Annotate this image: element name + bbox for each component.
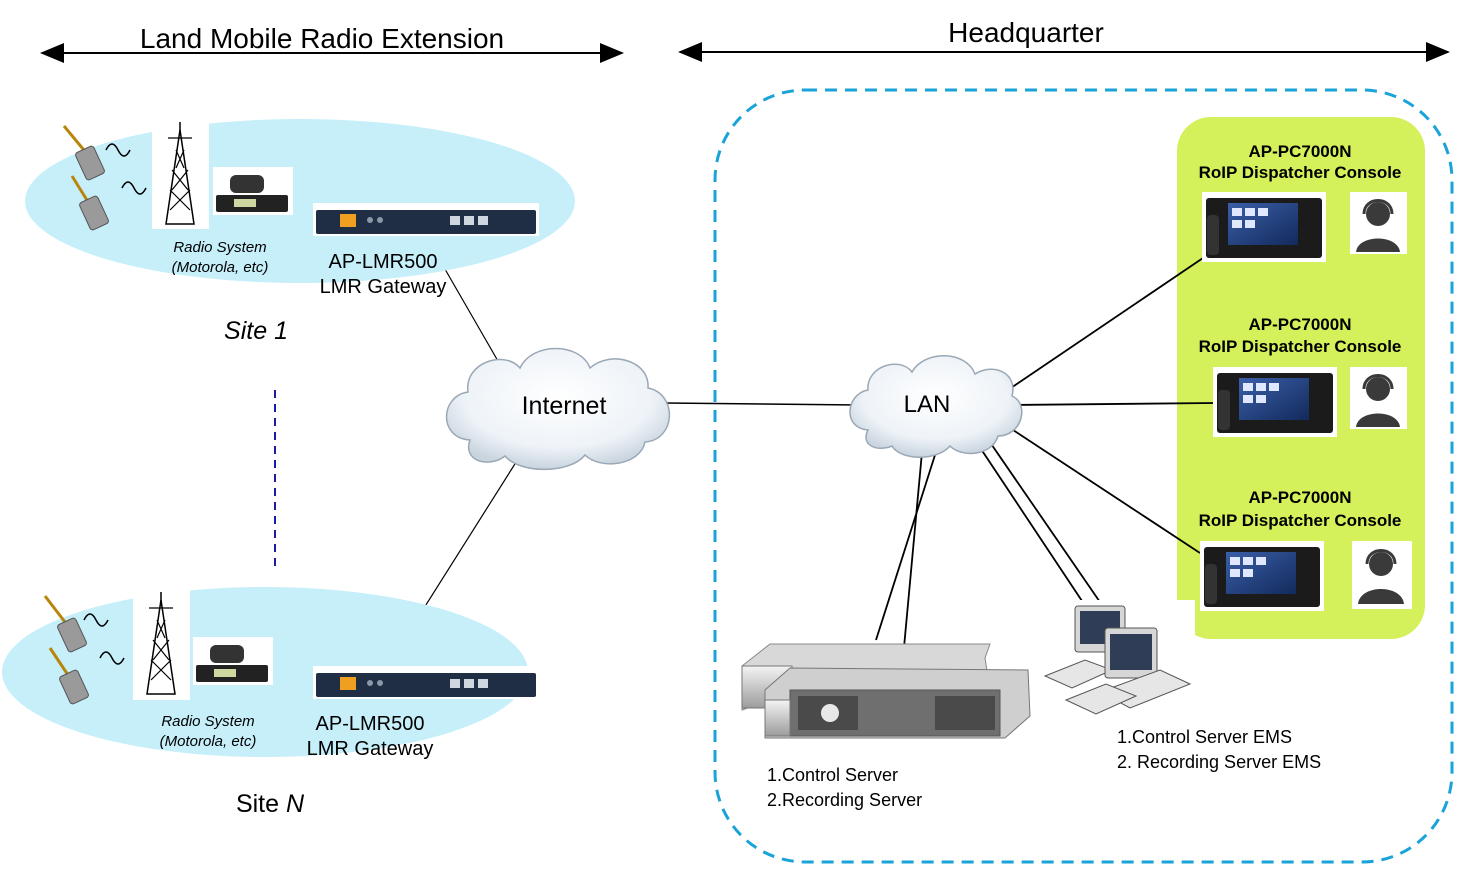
operator-headset-icon [1350,367,1407,429]
link-lan-server-b [900,451,923,681]
radio-system-vendor-label: (Motorola, etc) [160,733,257,750]
lan-label: LAN [904,391,951,418]
ems-role-label: 2. Recording Server EMS [1117,752,1321,772]
lan-cloud-icon: LAN [849,355,1023,458]
radio-system-label: Radio System [161,713,254,730]
mobile-radio-icon [213,167,293,215]
headquarter-boundary [713,88,1454,864]
site-1: Radio System (Motorola, etc) AP-LMR500 L… [25,117,575,345]
gateway-model-label: AP-LMR500 [329,251,438,273]
server-role-label: 2.Recording Server [767,790,922,810]
operator-headset-icon [1352,541,1412,609]
site-name: Site N [236,790,305,818]
section-title-lmr-extension: Land Mobile Radio Extension [140,23,504,54]
link-lan-ems-a [974,439,1089,611]
lmr-gateway-device-icon [313,203,539,236]
console-model-label: AP-PC7000N [1249,142,1352,161]
link-internet-lan [664,402,861,406]
radio-tower-icon [133,588,190,700]
dispatch-console-icon [1213,367,1337,437]
internet-cloud-icon: Internet [445,347,671,471]
rack-server-icon [741,643,1031,739]
console-type-label: RoIP Dispatcher Console [1199,163,1402,182]
workstation-icon [1040,600,1195,722]
console-model-label: AP-PC7000N [1249,315,1352,334]
radio-wave-icon [99,651,125,665]
internet-label: Internet [522,392,607,420]
operator-headset-icon [1350,192,1407,254]
radio-wave-icon [83,613,109,627]
gateway-type-label: LMR Gateway [320,276,447,298]
link-lan-console1 [1004,257,1204,393]
radio-tower-icon [152,117,209,229]
site-name: Site 1 [224,317,288,345]
server-role-label: 1.Control Server [767,765,898,785]
site-n: Radio System (Motorola, etc) AP-LMR500 L… [2,587,539,818]
radio-wave-icon [121,181,147,195]
handheld-radio-icon [70,175,109,231]
site-1-area [25,119,575,283]
radio-wave-icon [105,143,131,157]
link-site1-internet [437,256,503,369]
radio-system-vendor-label: (Motorola, etc) [172,259,269,276]
dispatcher-console-3: AP-PC7000N RoIP Dispatcher Console [1199,488,1412,611]
handheld-radio-icon [43,595,87,653]
section-title-headquarter: Headquarter [948,17,1104,48]
dispatch-console-icon [1202,192,1326,262]
radio-system-label: Radio System [173,239,266,256]
ems-role-label: 1.Control Server EMS [1117,727,1292,747]
mobile-radio-icon [193,637,273,685]
gateway-model-label: AP-LMR500 [316,713,425,735]
handheld-radio-icon [48,647,89,705]
console-type-label: RoIP Dispatcher Console [1199,511,1402,530]
console-type-label: RoIP Dispatcher Console [1199,337,1402,356]
dispatch-console-icon [1200,541,1324,611]
section-header-left: Land Mobile Radio Extension [40,23,624,63]
dispatcher-console-2: AP-PC7000N RoIP Dispatcher Console [1199,315,1407,437]
link-lan-console2 [1011,402,1216,406]
handheld-radio-icon [62,125,105,181]
link-lan-console3 [1009,427,1201,554]
link-lan-ems-b [984,434,1103,606]
lmr-gateway-device-icon [313,666,539,699]
link-lan-server-a [875,454,936,641]
console-model-label: AP-PC7000N [1249,488,1352,507]
gateway-type-label: LMR Gateway [307,738,434,760]
dispatcher-console-1: AP-PC7000N RoIP Dispatcher Console [1199,142,1407,262]
section-header-right: Headquarter [678,17,1450,62]
